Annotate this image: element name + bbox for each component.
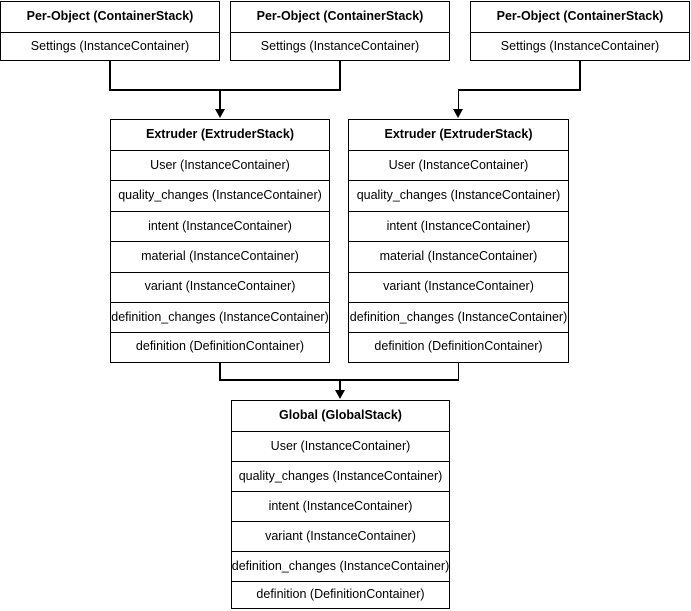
edge-extruder1-inbound-drop — [219, 89, 221, 112]
edge-global-inbound-drop — [339, 379, 341, 393]
node-global-row-definition: definition (DefinitionContainer) — [232, 581, 449, 608]
node-global-row-variant: variant (InstanceContainer) — [232, 521, 449, 551]
node-extruder-1-row-intent: intent (InstanceContainer) — [111, 210, 329, 241]
edge-perobject3-segment-down — [579, 61, 581, 91]
arrowhead-into-extruder2 — [452, 109, 463, 118]
node-per-object-2-header: Per-Object (ContainerStack) — [256, 9, 424, 24]
node-extruder-2-row-definition-changes: definition_changes (InstanceContainer) — [349, 301, 568, 332]
arrowhead-into-global — [334, 390, 345, 399]
edge-perobject1-segment-right — [109, 89, 222, 91]
node-per-object-2-row-settings: Settings (InstanceContainer) — [231, 32, 449, 60]
node-extruder-2-row-variant: variant (InstanceContainer) — [349, 271, 568, 302]
node-extruder-2-row-user: User (InstanceContainer) — [349, 150, 568, 180]
node-global-row-quality-changes: quality_changes (InstanceContainer) — [232, 461, 449, 491]
edge-perobject2-segment-left — [219, 89, 341, 91]
node-extruder-2-row-material: material (InstanceContainer) — [349, 241, 568, 271]
node-extruder-1-header: Extruder (ExtruderStack) — [146, 127, 294, 142]
node-per-object-3-row-settings: Settings (InstanceContainer) — [471, 32, 689, 60]
node-extruder-2[interactable]: Extruder (ExtruderStack) User (InstanceC… — [348, 119, 569, 363]
node-extruder-2-row-intent: intent (InstanceContainer) — [349, 210, 568, 241]
edge-extruder2-outbound-drop — [457, 363, 460, 380]
edge-extruder1-outbound-drop — [219, 363, 221, 380]
node-per-object-1[interactable]: Per-Object (ContainerStack) Settings (In… — [0, 1, 220, 61]
node-per-object-3[interactable]: Per-Object (ContainerStack) Settings (In… — [470, 1, 690, 61]
node-extruder-1-row-definition-changes: definition_changes (InstanceContainer) — [111, 301, 329, 332]
edge-perobject3-segment-left — [457, 89, 581, 91]
node-extruder-2-row-definition: definition (DefinitionContainer) — [349, 332, 568, 361]
node-extruder-2-header: Extruder (ExtruderStack) — [384, 127, 533, 142]
node-extruder-1-row-user: User (InstanceContainer) — [111, 150, 329, 180]
arrowhead-into-extruder1 — [214, 109, 225, 118]
edge-perobject2-segment-down — [339, 61, 341, 91]
node-global-header: Global (GlobalStack) — [279, 408, 402, 423]
node-extruder-1-row-definition: definition (DefinitionContainer) — [111, 332, 329, 361]
node-extruder-2-row-quality-changes: quality_changes (InstanceContainer) — [349, 180, 568, 210]
node-per-object-2[interactable]: Per-Object (ContainerStack) Settings (In… — [230, 1, 450, 61]
node-global-row-intent: intent (InstanceContainer) — [232, 491, 449, 521]
node-per-object-1-header: Per-Object (ContainerStack) — [26, 9, 194, 24]
node-extruder-1[interactable]: Extruder (ExtruderStack) User (InstanceC… — [110, 119, 330, 363]
node-global-row-user: User (InstanceContainer) — [232, 431, 449, 461]
edge-extruder2-inbound-drop — [457, 89, 460, 112]
edge-perobject1-segment-down — [109, 61, 111, 91]
node-per-object-3-header: Per-Object (ContainerStack) — [496, 9, 664, 24]
node-global-row-definition-changes: definition_changes (InstanceContainer) — [232, 551, 449, 581]
node-global[interactable]: Global (GlobalStack) User (InstanceConta… — [231, 400, 450, 609]
node-per-object-1-row-settings: Settings (InstanceContainer) — [1, 32, 219, 60]
node-extruder-1-row-quality-changes: quality_changes (InstanceContainer) — [111, 180, 329, 210]
node-extruder-1-row-material: material (InstanceContainer) — [111, 241, 329, 271]
node-extruder-1-row-variant: variant (InstanceContainer) — [111, 271, 329, 302]
